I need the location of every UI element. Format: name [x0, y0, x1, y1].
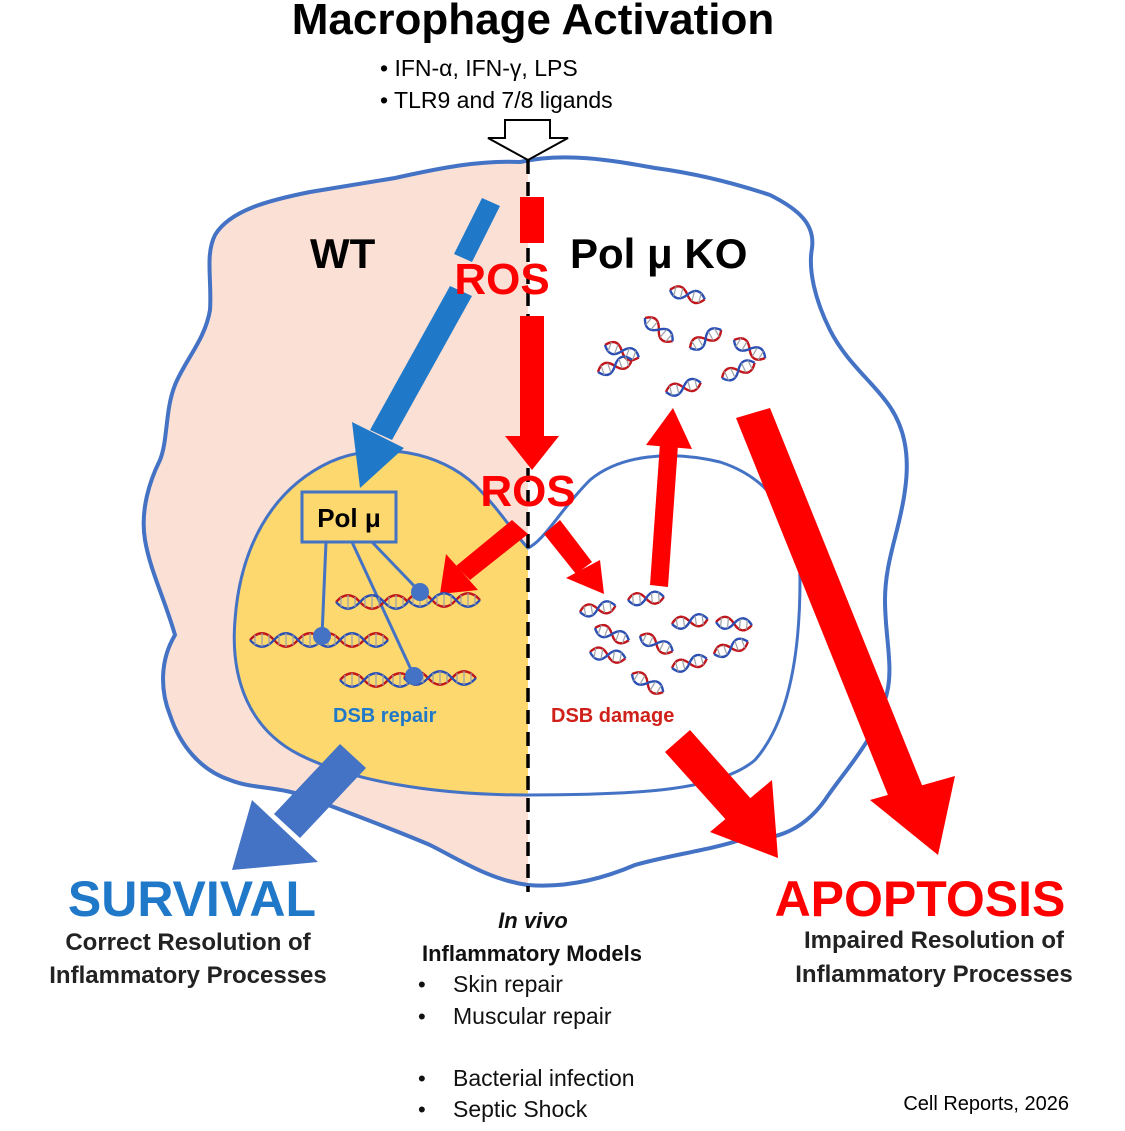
svg-text:•: • [418, 1066, 426, 1091]
pol-mu-links [320, 540, 422, 677]
svg-text:•: • [418, 972, 426, 997]
ros-mid-label: ROS [480, 467, 575, 516]
invivo-item: Skin repair [453, 971, 563, 997]
apoptosis-line-2: Inflammatory Processes [795, 961, 1072, 988]
pol-mu-box [300, 490, 398, 544]
ko-label: Pol μ KO [570, 230, 747, 277]
survival-line-2: Inflammatory Processes [49, 962, 326, 989]
red-arrow-cytoplasm-to-apoptosis [736, 408, 955, 855]
apoptosis-line-1: Impaired Resolution of [804, 927, 1065, 954]
red-arrow-ros-to-ko-dna [544, 520, 604, 594]
invivo-item: Muscular repair [453, 1003, 612, 1029]
invivo-line-2: Inflammatory Models [422, 941, 642, 966]
ko-broken-dna [577, 589, 754, 699]
invivo-list: • Skin repair • Muscular repair • Bacter… [418, 971, 635, 1122]
stimulus-arrow [487, 119, 569, 162]
survival-line-1: Correct Resolution of [65, 929, 311, 956]
stimulus-2: • TLR9 and 7/8 ligands [380, 87, 613, 113]
ko-cytoplasm-dna [594, 283, 770, 399]
svg-text:•: • [418, 1097, 426, 1122]
ros-top-label: ROS [454, 255, 549, 304]
title: Macrophage Activation [292, 0, 774, 44]
survival-title: SURVIVAL [68, 871, 316, 927]
invivo-item: Bacterial infection [453, 1065, 635, 1091]
invivo-item: Septic Shock [453, 1096, 588, 1122]
citation: Cell Reports, 2026 [903, 1093, 1069, 1115]
wt-label: WT [310, 230, 376, 277]
invivo-line-1: In vivo [498, 908, 568, 933]
dsb-repair-label: DSB repair [333, 705, 437, 727]
red-arrow-ros-to-wt-dna [440, 520, 528, 594]
blue-arrow-repair-to-survival [232, 744, 366, 870]
stimulus-1: • IFN-α, IFN-γ, LPS [380, 55, 578, 81]
svg-text:•: • [418, 1004, 426, 1029]
pol-mu-binding-dots [313, 583, 429, 685]
red-arrow-dna-release [646, 408, 692, 587]
blue-arrow-to-polmu [352, 198, 500, 488]
red-arrow-ros-down [505, 197, 559, 470]
apoptosis-title: APOPTOSIS [775, 871, 1066, 927]
red-arrow-damage-to-apoptosis [665, 730, 778, 858]
pol-mu-label: Pol μ [317, 503, 381, 533]
dsb-damage-label: DSB damage [551, 705, 674, 727]
